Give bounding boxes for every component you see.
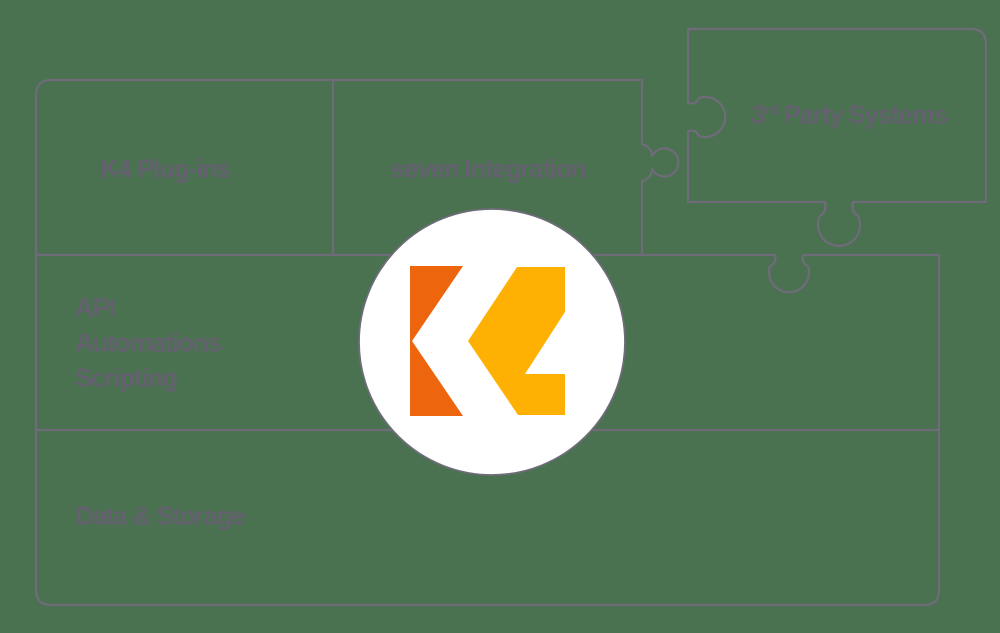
- api-automations-scripting-label: API Automations Scripting: [75, 291, 222, 396]
- logo-mark-left: [410, 266, 463, 416]
- third-party-rest-text: Party Systems: [783, 99, 948, 130]
- main-board-outline: [34, 78, 941, 607]
- third-party-piece-outline: [686, 27, 988, 248]
- scripting-line: Scripting: [75, 362, 178, 393]
- api-line: API: [75, 292, 116, 323]
- logo-mark-right: [468, 267, 565, 415]
- third-party-base-text: 3: [751, 99, 765, 130]
- third-party-ordinal-superscript: rd: [764, 101, 779, 119]
- automations-line: Automations: [75, 327, 222, 358]
- seven-integration-label: seven Integration: [390, 153, 587, 184]
- k4-plugins-label: K4 Plug-ins: [100, 153, 231, 184]
- data-storage-label: Data & Storage: [75, 500, 246, 531]
